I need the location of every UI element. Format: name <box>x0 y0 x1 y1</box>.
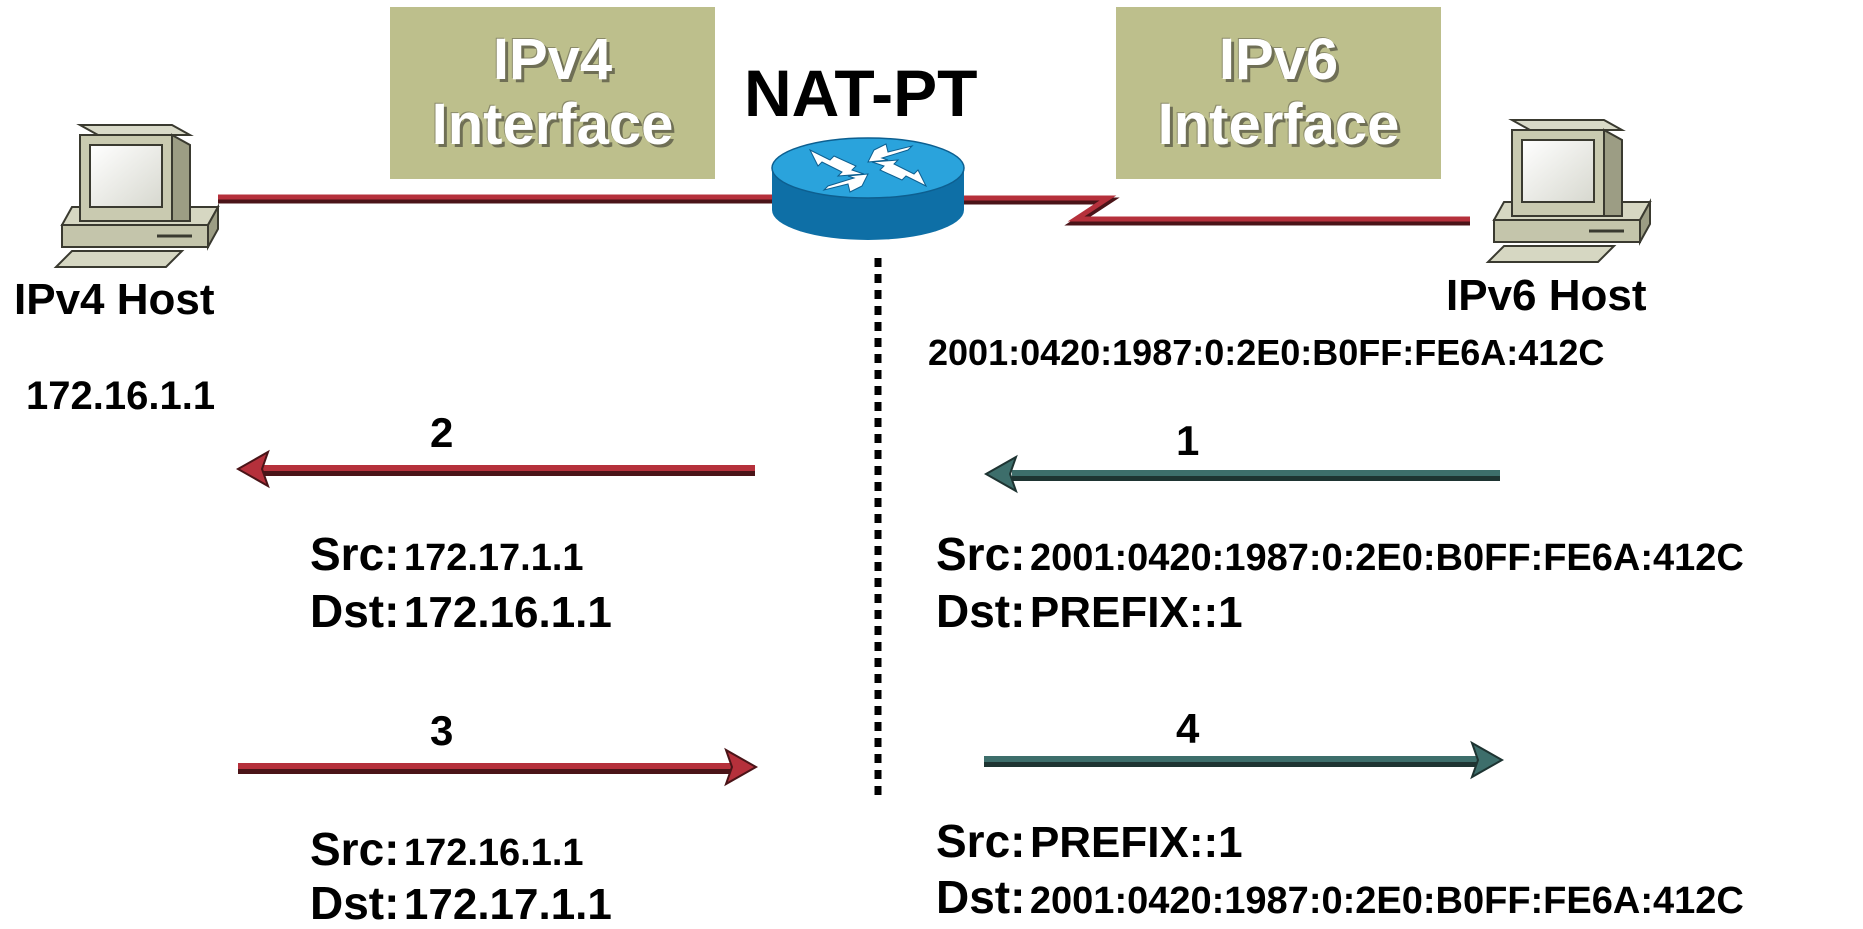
router-title: NAT-PT <box>744 56 978 130</box>
packet-step-1: 1 <box>1176 417 1200 464</box>
src-label: Src: <box>310 823 400 875</box>
packet-3-src: Src: 172.16.1.1 <box>310 826 584 872</box>
packet-arrow-1 <box>983 454 1500 494</box>
dst-address: 172.17.1.1 <box>403 880 612 929</box>
packet-2-src: Src: 172.17.1.1 <box>310 531 584 577</box>
ipv4-link <box>218 194 772 204</box>
packet-4-dst: Dst: 2001:0420:1987:0:2E0:B0FF:FE6A:412C <box>936 874 1744 920</box>
router-icon <box>771 137 965 240</box>
src-address: 172.17.1.1 <box>403 537 584 579</box>
ipv6-link <box>955 195 1470 226</box>
ipv6-interface-box: IPv6 Interface <box>1116 7 1441 179</box>
ipv4-host-label: IPv4 Host <box>14 275 215 324</box>
packet-2-dst: Dst: 172.16.1.1 <box>310 588 612 635</box>
src-address: 2001:0420:1987:0:2E0:B0FF:FE6A:412C <box>1029 537 1744 579</box>
ipv4-interface-line1: IPv4 <box>492 27 613 93</box>
dst-address: PREFIX::1 <box>1029 588 1243 637</box>
src-address: 172.16.1.1 <box>403 832 584 874</box>
src-label: Src: <box>310 528 400 580</box>
dst-label: Dst: <box>936 585 1026 637</box>
dst-address: 172.16.1.1 <box>403 588 612 637</box>
dst-label: Dst: <box>310 877 400 929</box>
ipv6-host-label: IPv6 Host <box>1446 271 1647 320</box>
ipv6-interface-line2: Interface <box>1157 92 1400 157</box>
dst-label: Dst: <box>310 585 400 637</box>
packet-4-src: Src: PREFIX::1 <box>936 818 1243 865</box>
packet-step-4: 4 <box>1176 705 1200 752</box>
packet-1-dst: Dst: PREFIX::1 <box>936 588 1243 635</box>
packet-arrow-2 <box>235 449 755 489</box>
dst-label: Dst: <box>936 871 1026 923</box>
ipv4-host-address: 172.16.1.1 <box>26 374 216 418</box>
ipv6-interface-line1: IPv6 <box>1218 27 1339 93</box>
packet-arrow-3 <box>238 747 759 787</box>
src-label: Src: <box>936 815 1026 867</box>
ipv4-host-computer-icon <box>53 124 220 268</box>
packet-1-src: Src: 2001:0420:1987:0:2E0:B0FF:FE6A:412C <box>936 531 1744 577</box>
packet-3-dst: Dst: 172.17.1.1 <box>310 880 612 927</box>
src-address: PREFIX::1 <box>1029 818 1243 867</box>
packet-step-2: 2 <box>430 409 454 456</box>
packet-step-3: 3 <box>430 707 454 754</box>
src-label: Src: <box>936 528 1026 580</box>
dst-address: 2001:0420:1987:0:2E0:B0FF:FE6A:412C <box>1029 880 1744 922</box>
ipv6-host-computer-icon <box>1485 119 1652 263</box>
ipv4-interface-box: IPv4 Interface <box>390 7 715 179</box>
ipv6-host-address: 2001:0420:1987:0:2E0:B0FF:FE6A:412C <box>928 332 1605 373</box>
packet-arrow-4 <box>984 740 1505 780</box>
ipv4-interface-line2: Interface <box>431 92 674 157</box>
